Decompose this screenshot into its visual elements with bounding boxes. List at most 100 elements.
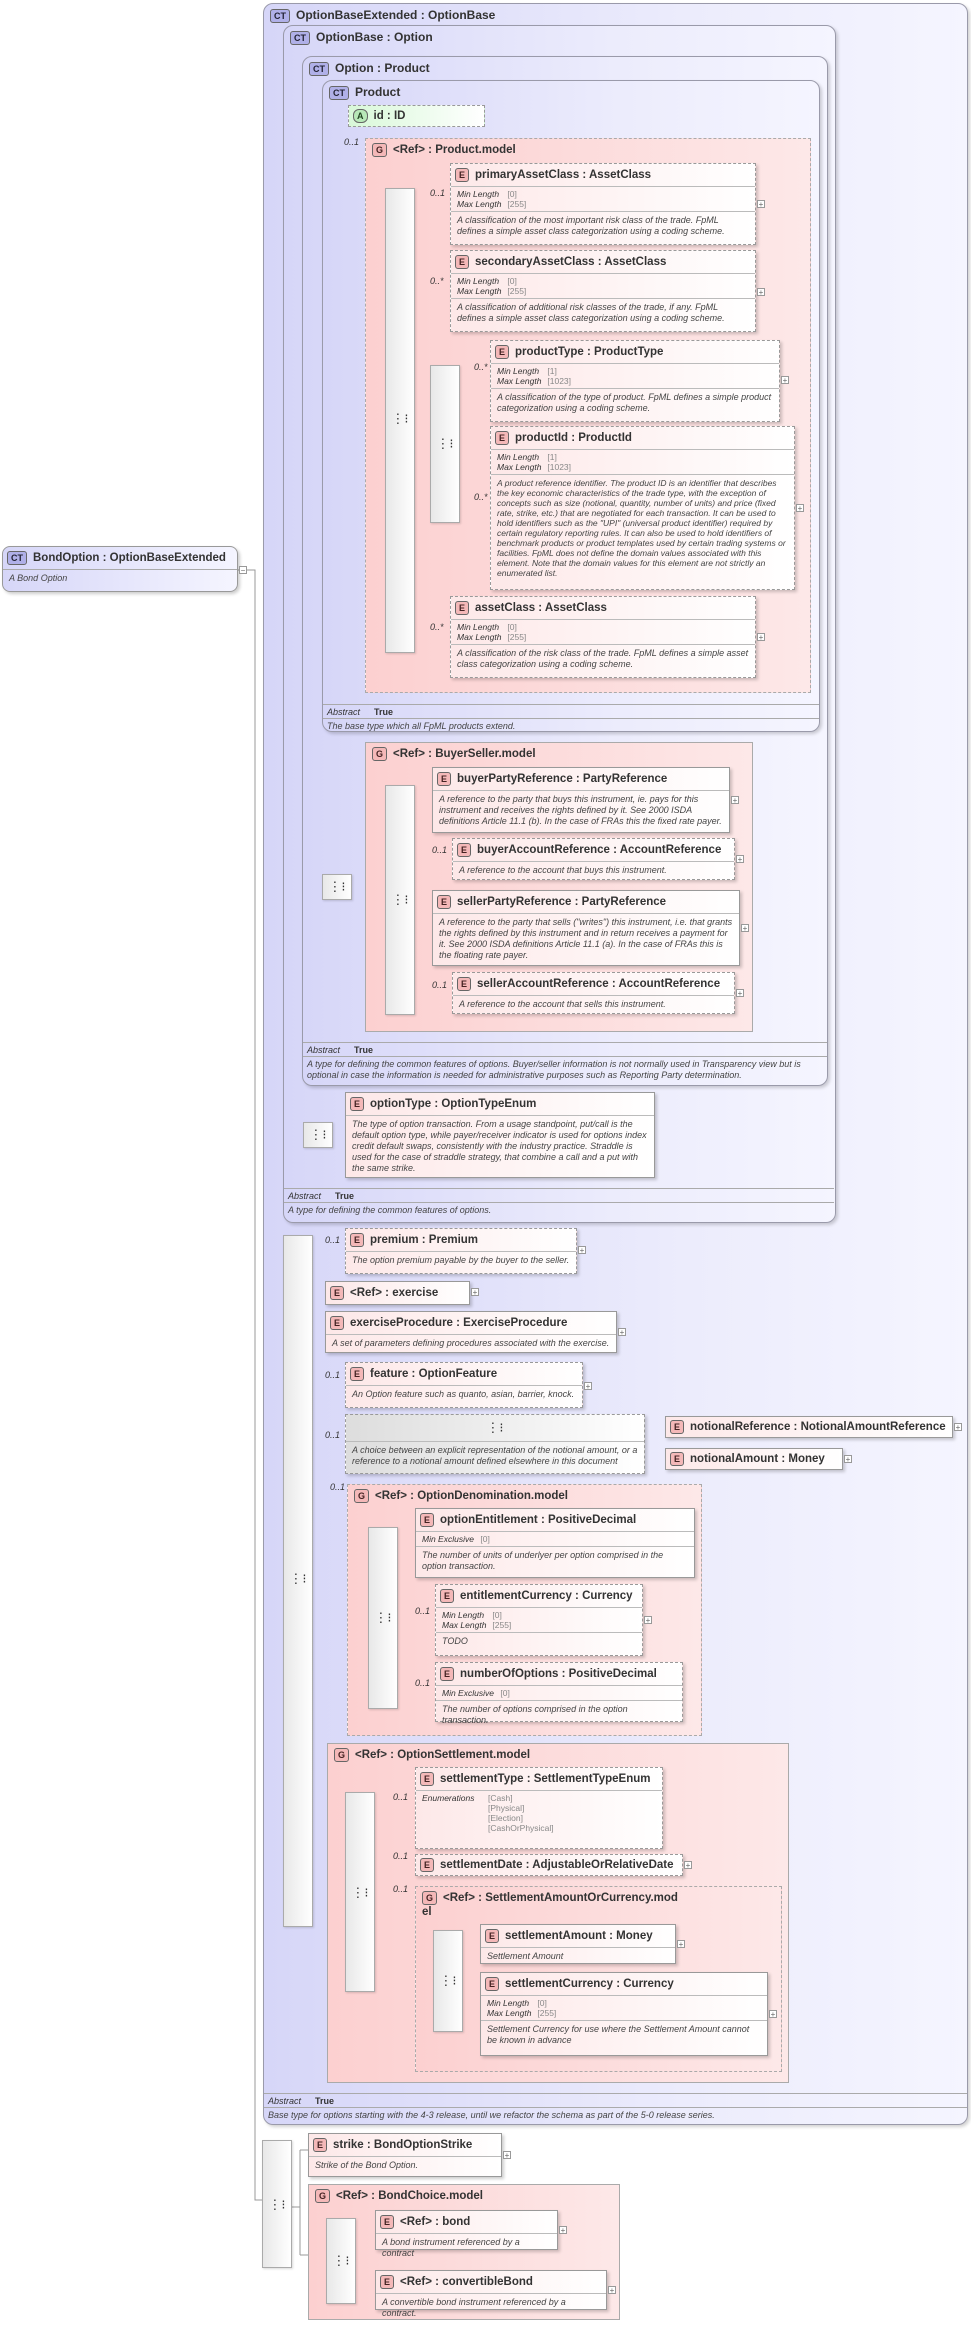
exercise-element[interactable]: E<Ref> : exercise xyxy=(325,1281,470,1305)
notional-choice[interactable]: ⋮⁝ A choice between an explicit represen… xyxy=(345,1414,645,1474)
enumeration-values: [Cash][Physical][Election][CashOrPhysica… xyxy=(488,1793,554,1833)
expand-icon[interactable]: + xyxy=(781,376,789,385)
expand-icon[interactable]: − xyxy=(239,566,247,575)
expand-icon[interactable]: + xyxy=(578,1246,586,1255)
prop-key: Min Exclusive xyxy=(442,1688,494,1698)
buyer-seller-model-title: <Ref> : BuyerSeller.model xyxy=(393,748,536,761)
element-title: primaryAssetClass : AssetClass xyxy=(475,169,652,182)
sequence-icon: ⋮⁝ xyxy=(268,2197,286,2212)
multiplicity: 0..1 xyxy=(393,1884,409,1894)
expand-icon[interactable]: + xyxy=(757,633,765,642)
element-title: <Ref> : exercise xyxy=(350,1287,439,1300)
prop-key: Max Length xyxy=(442,1620,487,1630)
expand-icon[interactable]: + xyxy=(618,1328,626,1337)
sequence-bar: ⋮⁝ xyxy=(345,1792,375,1992)
sequence-bar: ⋮⁝ xyxy=(368,1527,398,1709)
multiplicity: 0..1 xyxy=(415,1678,431,1688)
expand-icon[interactable]: + xyxy=(677,1940,685,1949)
element-badge: E xyxy=(495,431,510,445)
expand-icon[interactable]: + xyxy=(736,855,744,864)
expand-icon[interactable]: + xyxy=(741,924,749,933)
abstract-value: True xyxy=(374,707,394,717)
element-badge: E xyxy=(457,977,472,991)
sequence-bar: ⋮⁝ xyxy=(433,1930,463,2032)
choice-bar: ⋮⁝ xyxy=(326,2218,356,2304)
element-title: entitlementCurrency : Currency xyxy=(460,1590,633,1603)
expand-icon[interactable]: + xyxy=(736,989,744,998)
expand-icon[interactable]: + xyxy=(757,200,765,209)
element-badge: E xyxy=(350,1367,365,1381)
multiplicity: 0..1 xyxy=(432,980,448,990)
choice-bar: ⋮⁝ xyxy=(430,365,460,523)
element-title: settlementAmount : Money xyxy=(505,1930,653,1943)
sequence-icon: ⋮⁝ xyxy=(351,1885,369,1900)
expand-icon[interactable]: + xyxy=(471,1288,479,1297)
expand-icon[interactable]: + xyxy=(584,1382,592,1391)
group-badge: G xyxy=(372,747,388,761)
element-badge: E xyxy=(485,1977,500,1991)
element-badge: E xyxy=(437,772,452,786)
sequence-icon: ⋮⁝ xyxy=(391,892,409,907)
complex-type-badge: CT xyxy=(309,61,329,76)
expand-icon[interactable]: + xyxy=(731,796,739,805)
sequence-icon: ⋮⁝ xyxy=(374,1610,392,1625)
bond-element[interactable]: E<Ref> : bond A bond instrument referenc… xyxy=(375,2210,558,2258)
expand-icon[interactable]: + xyxy=(644,1616,652,1625)
prop-value: [1] xyxy=(547,366,557,376)
expand-icon[interactable]: + xyxy=(844,1455,852,1464)
multiplicity: 0..* xyxy=(430,622,444,632)
element-badge: E xyxy=(455,601,470,615)
convertible-bond-element[interactable]: E<Ref> : convertibleBond A convertible b… xyxy=(375,2270,607,2318)
expand-icon[interactable]: + xyxy=(757,288,765,297)
expand-icon[interactable]: + xyxy=(608,2286,616,2295)
bond-option-doc: A Bond Option xyxy=(9,573,68,583)
expand-icon[interactable]: + xyxy=(684,1861,692,1870)
expand-icon[interactable]: + xyxy=(769,2010,777,2019)
expand-icon[interactable]: + xyxy=(796,504,804,513)
choice-doc: A choice between an explicit representat… xyxy=(352,1445,638,1466)
abstract-value: True xyxy=(315,2096,335,2106)
expand-icon[interactable]: + xyxy=(503,2151,511,2160)
bond-option-title: BondOption : OptionBaseExtended xyxy=(33,552,226,565)
id-attribute-title: id : ID xyxy=(373,110,406,123)
element-badge: E xyxy=(457,843,472,857)
multiplicity: 0..1 xyxy=(415,1606,431,1616)
expand-icon[interactable]: + xyxy=(954,1423,962,1432)
group-badge: G xyxy=(354,1489,370,1503)
element-badge: E xyxy=(670,1420,685,1434)
prop-value: [255] xyxy=(507,286,527,296)
expand-icon[interactable]: + xyxy=(559,2226,567,2235)
element-doc: A classification of additional risk clas… xyxy=(457,302,725,323)
prop-value: [0] xyxy=(492,1610,502,1620)
element-doc: The number of units of underlyer per opt… xyxy=(422,1550,664,1571)
element-badge: E xyxy=(380,2275,395,2289)
